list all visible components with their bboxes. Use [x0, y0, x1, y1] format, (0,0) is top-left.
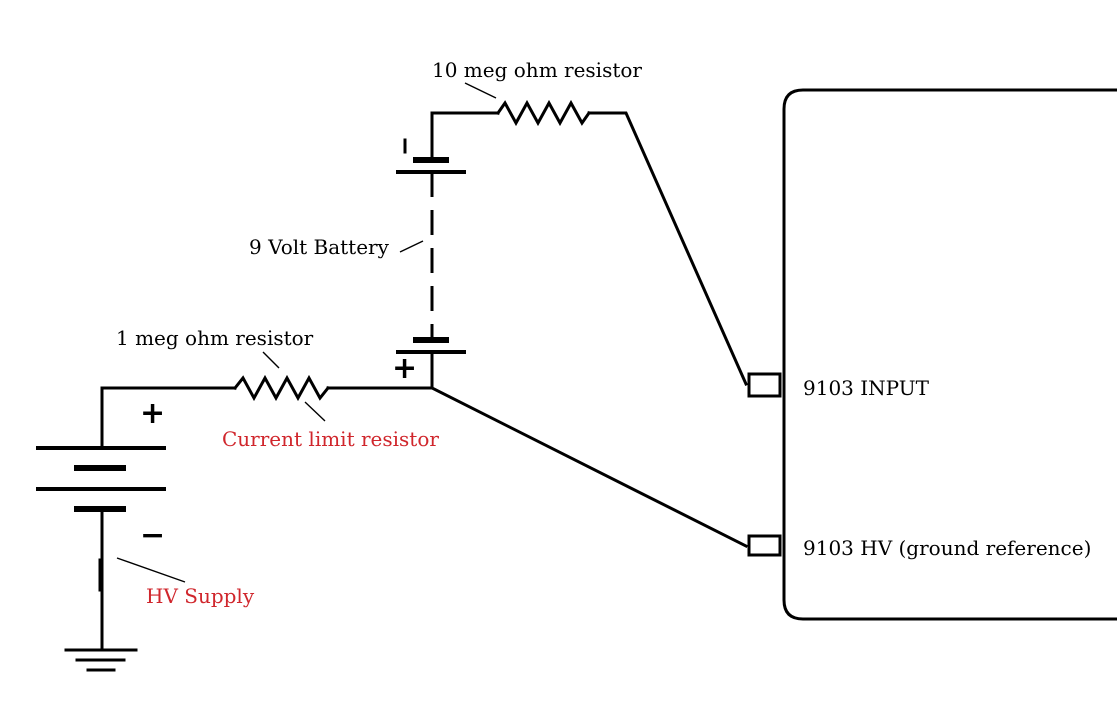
label-10meg-resistor: 10 meg ohm resistor — [432, 58, 642, 82]
label-1meg-resistor: 1 meg ohm resistor — [116, 326, 314, 350]
instrument-box — [782, 88, 1117, 621]
resistor-1meg-zigzag — [232, 374, 331, 402]
label-hv-supply: HV Supply — [146, 584, 255, 608]
wire-node-to-hv — [429, 385, 749, 549]
leader-1meg — [262, 351, 280, 369]
label-current-limit-resistor: Current limit resistor — [222, 427, 439, 451]
label-9103-hv: 9103 HV (ground reference) — [803, 536, 1091, 560]
wire-10meg-out — [587, 111, 748, 386]
leader-current-limit — [304, 401, 326, 422]
supply-plus-sign: + — [140, 396, 165, 431]
supply-minus-sign: − — [140, 518, 165, 553]
hv-terminal — [747, 534, 782, 557]
leader-10meg — [464, 82, 497, 99]
label-9103-input: 9103 INPUT — [803, 376, 930, 400]
label-9v-battery: 9 Volt Battery — [249, 235, 390, 259]
leader-hv-supply — [116, 557, 186, 583]
battery-plus-sign: + — [392, 351, 417, 386]
wire-battery-top — [430, 111, 500, 162]
wire-supply-top — [100, 386, 237, 450]
input-terminal — [747, 372, 782, 398]
resistor-10meg-zigzag — [495, 99, 592, 127]
leader-battery — [399, 240, 424, 253]
